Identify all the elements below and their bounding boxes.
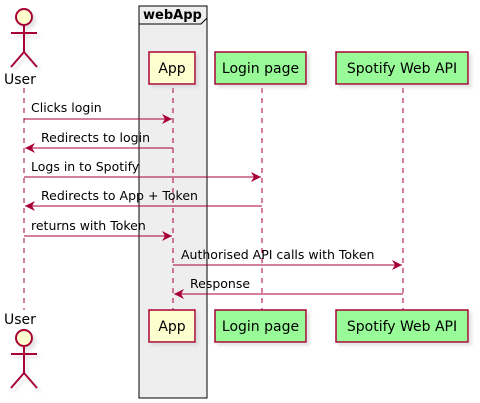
participant-label: Spotify Web API bbox=[347, 319, 457, 335]
message-4: returns with Token bbox=[24, 218, 172, 241]
message-1: Redirects to login bbox=[25, 130, 173, 153]
participant-app-bottom: App bbox=[148, 309, 196, 343]
actor-head bbox=[15, 329, 33, 347]
message-label: Logs in to Spotify bbox=[31, 159, 140, 174]
message-arrowhead bbox=[162, 114, 172, 124]
actor-leg-right bbox=[23, 372, 38, 389]
message-6: Response bbox=[174, 276, 403, 299]
message-label: returns with Token bbox=[31, 218, 146, 233]
participant-app-top: App bbox=[148, 51, 196, 85]
participant-login-bottom: Login page bbox=[214, 309, 307, 343]
message-arrowhead bbox=[392, 260, 402, 270]
actor-head bbox=[15, 8, 33, 26]
participant-spotify-bottom: Spotify Web API bbox=[335, 309, 469, 343]
participant-label: Login page bbox=[222, 61, 299, 77]
participant-label: App bbox=[158, 61, 185, 77]
message-label: Clicks login bbox=[31, 100, 102, 115]
participant-box bbox=[148, 51, 196, 85]
participant-box bbox=[335, 51, 469, 85]
actor-user-bottom bbox=[10, 329, 38, 389]
lifelines bbox=[23, 88, 404, 310]
actor-leg-left bbox=[10, 372, 25, 389]
participant-label: App bbox=[158, 319, 185, 335]
participant-box bbox=[148, 309, 196, 343]
actor-user-bottom-label: User bbox=[4, 312, 36, 328]
actor-leg-left bbox=[10, 51, 25, 68]
participant-box bbox=[214, 51, 307, 85]
actor-leg-right bbox=[23, 51, 38, 68]
actor-user-top-label: User bbox=[4, 72, 36, 88]
message-label: Response bbox=[190, 276, 250, 291]
message-2: Logs in to Spotify bbox=[24, 159, 261, 182]
message-5: Authorised API calls with Token bbox=[173, 247, 402, 270]
participant-login-top: Login page bbox=[214, 51, 307, 85]
message-arrowhead bbox=[174, 289, 184, 299]
actor-user-top bbox=[10, 8, 38, 68]
message-label: Authorised API calls with Token bbox=[181, 247, 374, 262]
message-3: Redirects to App + Token bbox=[25, 188, 262, 211]
message-label: Redirects to login bbox=[41, 130, 150, 145]
message-label: Redirects to App + Token bbox=[41, 188, 198, 203]
message-arrowhead bbox=[251, 172, 261, 182]
group-tab bbox=[139, 17, 208, 25]
participant-label: Login page bbox=[222, 319, 299, 335]
message-0: Clicks login bbox=[24, 100, 172, 124]
group-title: webApp bbox=[143, 8, 202, 23]
message-arrowhead bbox=[25, 201, 35, 211]
participant-box bbox=[214, 309, 307, 343]
participant-spotify-top: Spotify Web API bbox=[335, 51, 469, 85]
message-arrowhead bbox=[25, 143, 35, 153]
message-arrowhead bbox=[162, 231, 172, 241]
participant-label: Spotify Web API bbox=[347, 61, 457, 77]
participant-box bbox=[335, 309, 469, 343]
